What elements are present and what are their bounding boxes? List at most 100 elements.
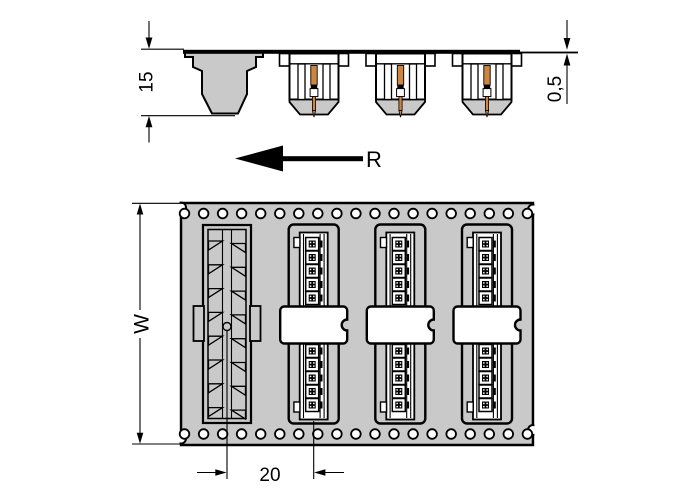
contact-dot: [309, 389, 312, 391]
sprocket-hole: [350, 428, 362, 440]
contact-dot: [309, 241, 312, 244]
cover-label: [279, 305, 349, 345]
sprocket-holes: [178, 207, 534, 440]
contact-tick: [493, 347, 496, 355]
contact-dot: [309, 282, 312, 284]
sprocket-hole: [331, 207, 343, 220]
contact-tick: [406, 294, 410, 302]
contact-dot: [399, 241, 402, 244]
spring-finger-right: [229, 314, 247, 326]
sprocket-hole: [407, 207, 419, 220]
contact-dot: [399, 258, 402, 260]
contact-tick: [320, 347, 323, 355]
direction-arrow-shaft: [280, 156, 363, 162]
contact-dot: [396, 241, 398, 244]
sprocket-hole: [521, 207, 534, 220]
contact-dot: [483, 282, 485, 284]
contact-dot: [313, 244, 315, 247]
contact-dot: [483, 365, 485, 367]
pin-band: [483, 85, 491, 89]
sprocket-hole: [216, 428, 229, 440]
sprocket-hole: [197, 428, 210, 440]
spring-finger-right: [229, 385, 247, 397]
contact-dot: [399, 389, 402, 391]
pin-top: [310, 65, 318, 86]
connector-ear-left: [451, 52, 464, 67]
body-tab: [379, 401, 388, 413]
contact-dot: [396, 405, 398, 408]
contact-dot: [486, 392, 488, 394]
contact-dot: [486, 402, 488, 405]
pin-joint: [482, 88, 492, 98]
sprocket-hole: [483, 428, 496, 440]
contact-dot: [313, 402, 315, 405]
contact-tick: [320, 374, 323, 382]
contact-dot: [309, 298, 312, 301]
pin-tip: [398, 110, 403, 118]
spring-finger-left: [207, 335, 225, 347]
contact-dot: [396, 244, 398, 247]
contact-dot: [309, 405, 312, 408]
contact-socket: [482, 267, 489, 275]
inner-wall-right: [495, 63, 504, 101]
sprocket-hole: [216, 207, 229, 220]
body-tab: [466, 401, 474, 413]
sprocket-hole: [369, 428, 381, 440]
spring-finger-right: [229, 290, 247, 302]
connector-ear-right: [423, 52, 436, 67]
contact-dot: [483, 362, 485, 364]
contact-dot: [309, 402, 312, 405]
contact-socket: [308, 347, 316, 355]
connector-side-view: [365, 52, 436, 118]
contact-dot: [309, 348, 312, 351]
contact-socket: [308, 361, 316, 368]
spring-finger-right: [229, 361, 247, 373]
contact-socket: [482, 240, 489, 248]
sprocket-hole: [293, 207, 305, 220]
contact-dot: [396, 268, 398, 271]
cover-label: [452, 305, 522, 345]
contact-tick: [320, 361, 323, 368]
contact-socket: [395, 347, 403, 355]
sprocket-hole: [255, 428, 267, 440]
contact-dot: [313, 348, 315, 351]
pocket-depth-label: 15: [137, 71, 158, 92]
contact-socket: [482, 374, 489, 382]
contact-dot: [309, 375, 312, 378]
arrowhead-up-icon: [145, 115, 153, 128]
contact-dot: [483, 389, 485, 391]
pin-top: [483, 65, 491, 86]
dimension-pocket-depth: 15: [137, 21, 235, 143]
contact-socket: [395, 294, 403, 302]
contact-tick: [406, 240, 410, 248]
contact-dot: [486, 365, 488, 367]
contact-socket: [395, 388, 403, 395]
contact-dot: [486, 244, 488, 247]
tape-thickness-label: 0,5: [545, 76, 566, 102]
contact-socket: [482, 401, 489, 409]
contact-dot: [483, 268, 485, 271]
contact-tick: [493, 254, 496, 261]
connector-ear-left: [365, 52, 378, 67]
connector-top-view: [452, 223, 522, 425]
arrowhead-down-icon: [145, 37, 153, 49]
contact-dot: [483, 378, 485, 381]
contact-dot: [399, 402, 402, 405]
inner-wall-left: [297, 63, 306, 101]
spring-finger-right: [229, 266, 247, 278]
contact-tick: [320, 401, 323, 409]
contact-dot: [313, 378, 315, 381]
contact-dot: [396, 365, 398, 367]
connector-ear-right: [337, 52, 350, 67]
contact-dot: [486, 405, 488, 408]
body-tab: [293, 401, 301, 413]
sprocket-hole: [312, 428, 324, 440]
sprocket-hole: [502, 207, 515, 220]
contact-tick: [406, 347, 410, 355]
spring-finger-right: [229, 409, 247, 421]
arrowhead-right-icon: [215, 469, 227, 476]
contact-socket: [308, 401, 316, 409]
pin-shaft: [484, 96, 489, 111]
inner-wall-right: [322, 63, 331, 101]
contact-dot: [313, 375, 315, 378]
